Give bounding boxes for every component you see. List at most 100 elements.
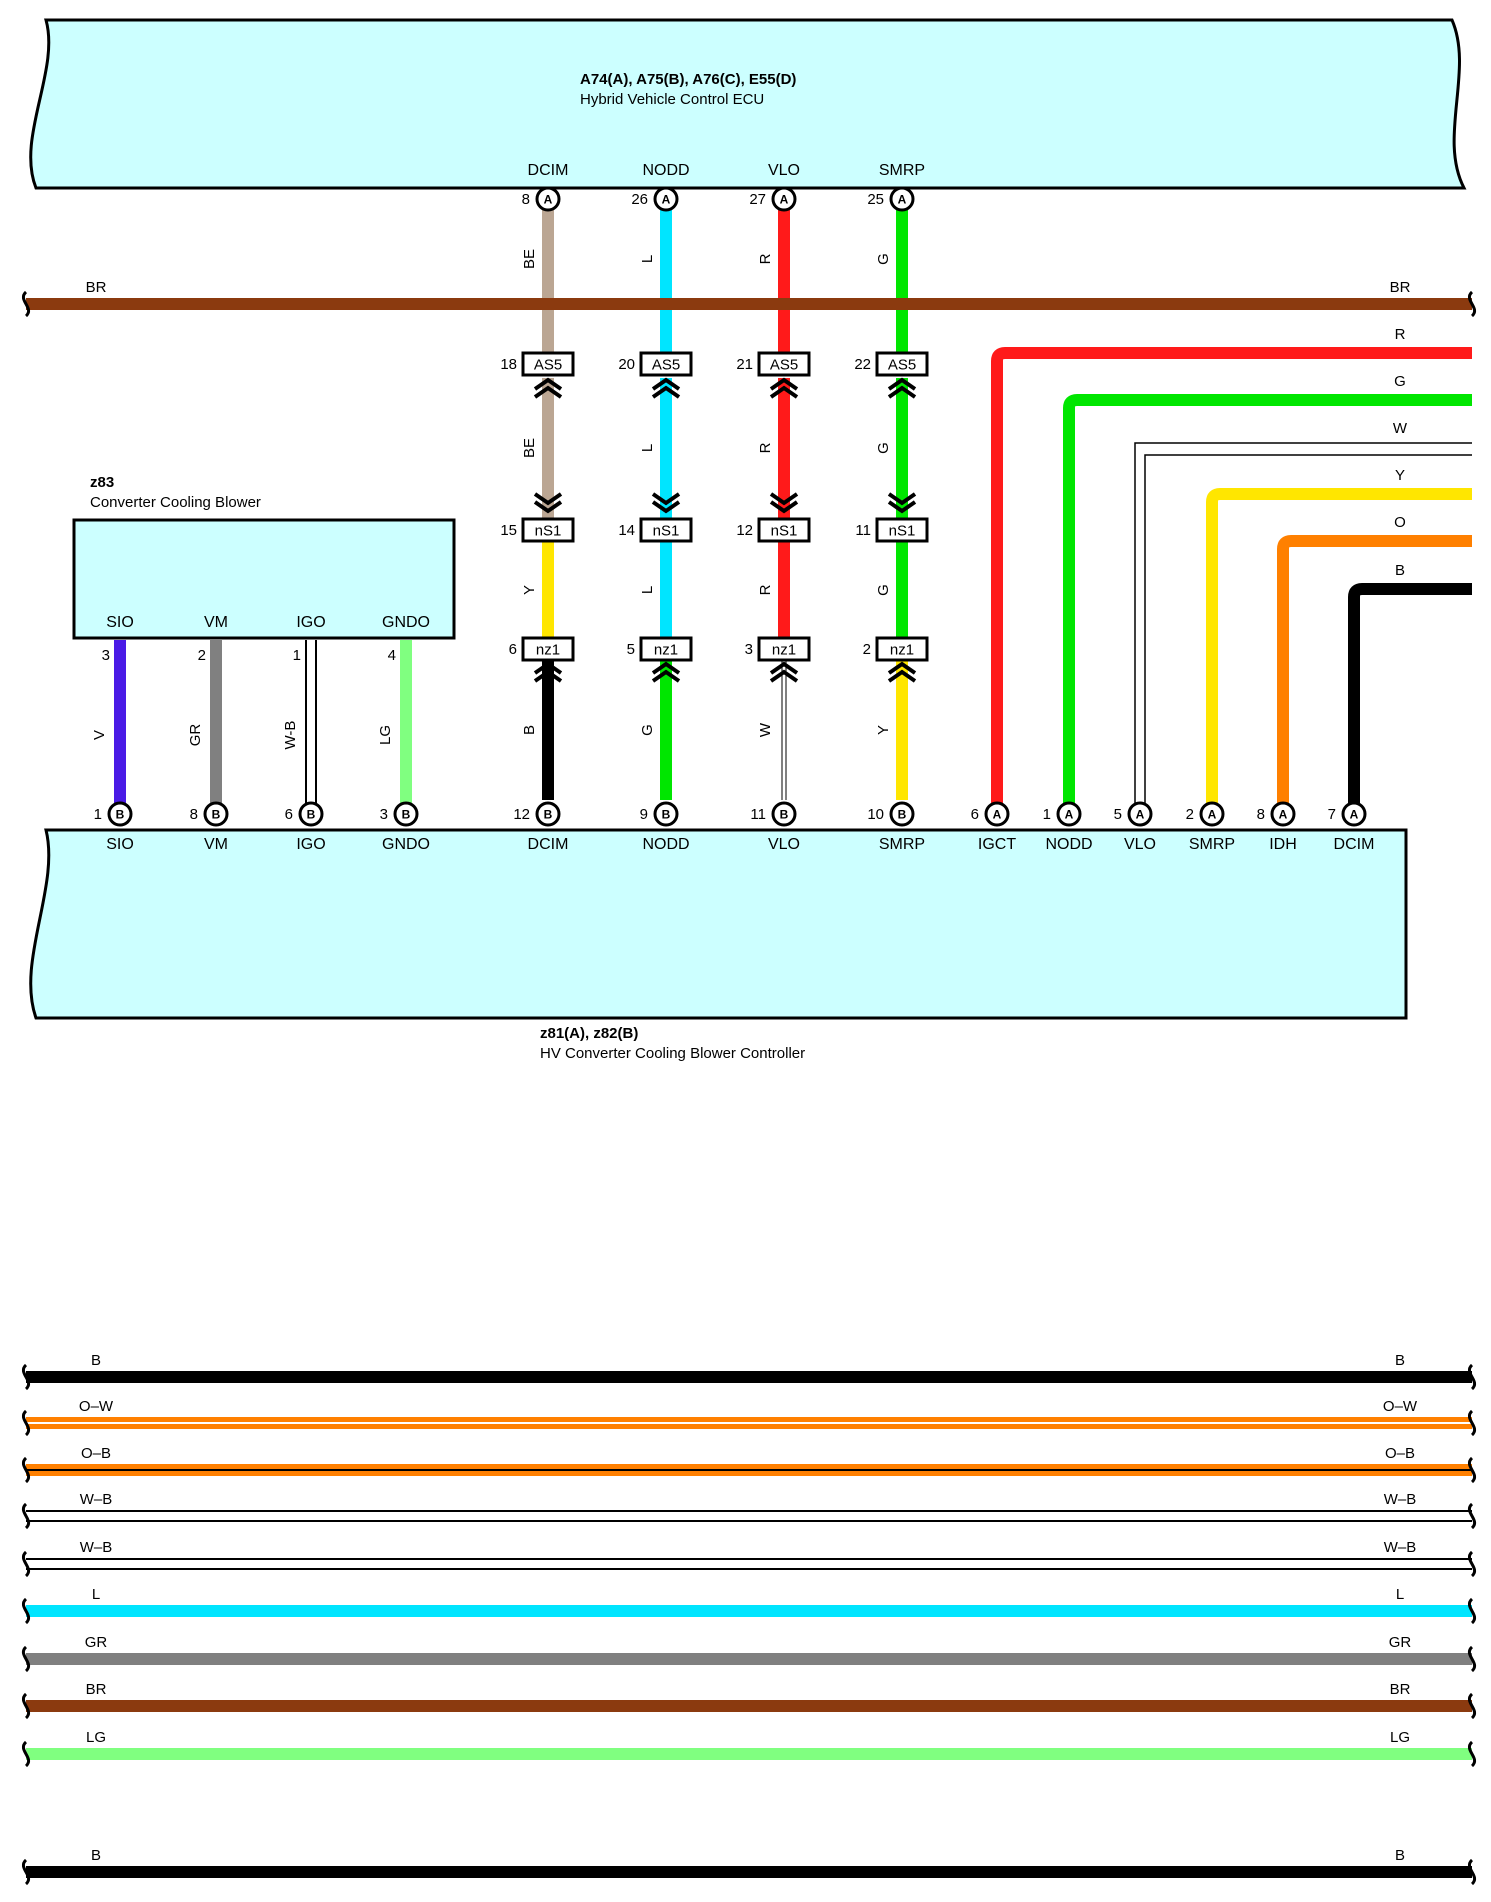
controller-signal-sio: SIO (106, 836, 134, 853)
chevron-up-icon (769, 377, 799, 391)
connector-nz1-6 (521, 636, 575, 662)
controller-pin-b1 (107, 801, 133, 827)
connector-as5-22-label: AS5 (888, 357, 916, 374)
ecu-top-pin-26-letter: A (662, 193, 671, 207)
bus-lower-3-break-right (1467, 1456, 1477, 1484)
wire-label-col2-upper: L (639, 255, 656, 263)
controller-pin-b10-letter: B (898, 808, 907, 822)
wire-right-r (991, 347, 1472, 808)
ecu-top-pin-25-letter: A (898, 193, 907, 207)
connector-as5-21-label: AS5 (770, 357, 798, 374)
bus-lower-1-label-right: B (1395, 1352, 1405, 1369)
chevron-up-icon (887, 385, 917, 399)
bus-lower-5-label-right: W–B (1384, 1539, 1417, 1556)
wire-right-label-g: G (1394, 373, 1406, 390)
wire-label-col4-bottom: Y (875, 725, 892, 735)
connector-as5-pin-20: 20 (618, 356, 635, 373)
ecu-top-signal-smrp: SMRP (879, 162, 925, 179)
controller-pin-num-b11: 11 (750, 806, 766, 823)
controller-pin-b8 (203, 801, 229, 827)
controller-signal-nodd: NODD (1045, 836, 1092, 853)
chevron-down-icon (769, 500, 799, 514)
wire-label-col3-lower: R (757, 584, 774, 595)
connector-nz1-2-label: nz1 (890, 642, 914, 659)
wire-label-col3-upper: R (757, 253, 774, 264)
chevron-up-icon (651, 385, 681, 399)
connector-as5-20 (639, 351, 693, 377)
ecu-top-title: A74(A), A75(B), A76(C), E55(D) (580, 71, 796, 88)
ecu-top-pin-num-26: 26 (631, 191, 648, 208)
chevron-down-icon (887, 500, 917, 514)
controller-pin-b10 (889, 801, 915, 827)
connector-as5-22 (875, 351, 929, 377)
blower-pin-num-4: 4 (388, 647, 396, 664)
connector-nz1-pin-3: 3 (745, 641, 753, 658)
chevron-up-icon (533, 385, 563, 399)
bus-lower-5-label-left: W–B (80, 1539, 113, 1556)
controller-pin-num-b10: 10 (867, 806, 884, 823)
connector-nz1-pin-2: 2 (863, 641, 871, 658)
bus-br-label-left: BR (86, 279, 107, 296)
bus-lower-1-label-left: B (91, 1352, 101, 1369)
connector-nz1-pin-6: 6 (509, 641, 517, 658)
bus-lower-4-break-right (1467, 1502, 1477, 1530)
connector-ns1-pin-15: 15 (500, 522, 517, 539)
bus-lower-3-break-left (21, 1456, 31, 1484)
blower-pin-num-2: 2 (198, 647, 206, 664)
controller-pin-a6-letter: A (993, 808, 1002, 822)
controller-signal-vlo: VLO (768, 836, 800, 853)
bus-lower-6-label-left: L (92, 1586, 100, 1603)
wire-label-blower-vm: GR (187, 724, 204, 747)
bus-bottom-label-left: B (91, 1847, 101, 1864)
controller-pin-num-a7: 7 (1328, 806, 1336, 823)
connector-ns1-11-label: nS1 (889, 523, 916, 540)
connector-as5-21 (757, 351, 811, 377)
controller-signal-vm: VM (204, 836, 228, 853)
controller-signal-vlo: VLO (1124, 836, 1156, 853)
chevron-up-icon (769, 669, 799, 683)
blower-signal-igo: IGO (296, 614, 325, 631)
ecu-top-pin-num-27: 27 (749, 191, 766, 208)
controller-pin-a1-letter: A (1065, 808, 1074, 822)
wire-label-blower-sio: V (91, 730, 108, 740)
connector-ns1-12 (757, 517, 811, 543)
controller-signal-igct: IGCT (978, 836, 1016, 853)
connector-ns1-15-label: nS1 (535, 523, 562, 540)
bus-br-label-right: BR (1390, 279, 1411, 296)
connector-as5-20-label: AS5 (652, 357, 680, 374)
controller-pin-a8 (1270, 801, 1296, 827)
bus-lower-1-break-right (1467, 1363, 1477, 1391)
ecu-top-signal-nodd: NODD (642, 162, 689, 179)
chevron-down-icon (769, 492, 799, 506)
ecu-top-signal-dcim: DCIM (528, 162, 569, 179)
controller-pin-num-a1: 1 (1043, 806, 1051, 823)
wire-label-blower-igo: W-B (282, 721, 299, 750)
controller-pin-num-b12: 12 (513, 806, 530, 823)
connector-ns1-pin-12: 12 (736, 522, 753, 539)
controller-pin-b3 (393, 801, 419, 827)
chevron-up-icon (887, 661, 917, 675)
controller-signal-nodd: NODD (642, 836, 689, 853)
connector-ns1-11 (875, 517, 929, 543)
controller-pin-a7-letter: A (1350, 808, 1359, 822)
ecu-top-box (29, 18, 1467, 190)
controller-pin-a2 (1199, 801, 1225, 827)
connector-ns1-14 (639, 517, 693, 543)
connector-nz1-pin-5: 5 (627, 641, 635, 658)
bus-lower-9-break-left (21, 1740, 31, 1768)
bus-lower-5-break-right (1467, 1550, 1477, 1578)
connector-as5-18 (521, 351, 575, 377)
ecu-top-pin-26 (653, 186, 679, 212)
controller-pin-b6-letter: B (307, 808, 316, 822)
controller-signal-dcim: DCIM (1334, 836, 1375, 853)
ecu-top-pin-25 (889, 186, 915, 212)
controller-pin-a1 (1056, 801, 1082, 827)
bus-lower-2-label-right: O–W (1383, 1398, 1418, 1415)
controller-pin-b6 (298, 801, 324, 827)
bus-lower-7-label-right: GR (1389, 1634, 1412, 1651)
chevron-up-icon (533, 377, 563, 391)
blower-box (72, 518, 456, 640)
controller-box (29, 828, 1408, 1020)
controller-pin-a5 (1127, 801, 1153, 827)
controller-pin-num-a6: 6 (971, 806, 979, 823)
